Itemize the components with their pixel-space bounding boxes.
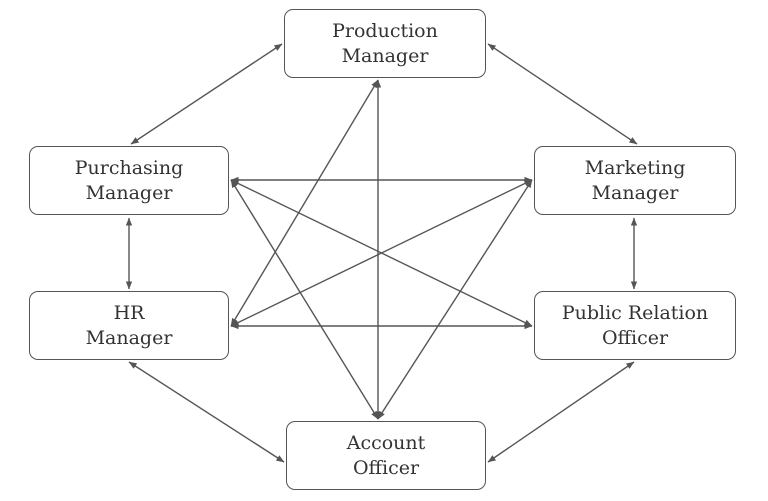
public-relation-officer-label-line1: Public Relation (561, 301, 709, 324)
public-relation-officer-box: Public Relation Officer (534, 291, 736, 360)
connector-production-hr (230, 79, 379, 327)
purchasing-manager-label-line2: Manager (85, 181, 173, 204)
production-manager-box: Production Manager (284, 9, 486, 78)
connector-production-purchasing (130, 43, 283, 145)
account-officer-box: Account Officer (286, 421, 486, 490)
connector-production-marketing (487, 43, 638, 145)
marketing-manager-label-line1: Marketing (584, 156, 686, 179)
hr-manager-label-line1: HR (113, 301, 145, 324)
purchasing-manager-label-line1: Purchasing (74, 156, 184, 179)
connector-marketing-account (377, 179, 533, 420)
hr-manager-label-line2: Manager (85, 326, 173, 349)
production-manager-label-line2: Manager (341, 44, 429, 67)
marketing-manager-label-line2: Manager (591, 181, 679, 204)
marketing-manager-box: Marketing Manager (534, 146, 736, 215)
account-officer-label-line2: Officer (352, 456, 420, 479)
connector-pr-account (487, 361, 635, 463)
public-relation-officer-label-line2: Officer (601, 326, 669, 349)
purchasing-manager-box: Purchasing Manager (29, 146, 229, 215)
production-manager-label-line1: Production (332, 19, 438, 42)
account-officer-label-line1: Account (346, 431, 426, 454)
hr-manager-box: HR Manager (29, 291, 229, 360)
connector-hr-account (128, 361, 285, 463)
